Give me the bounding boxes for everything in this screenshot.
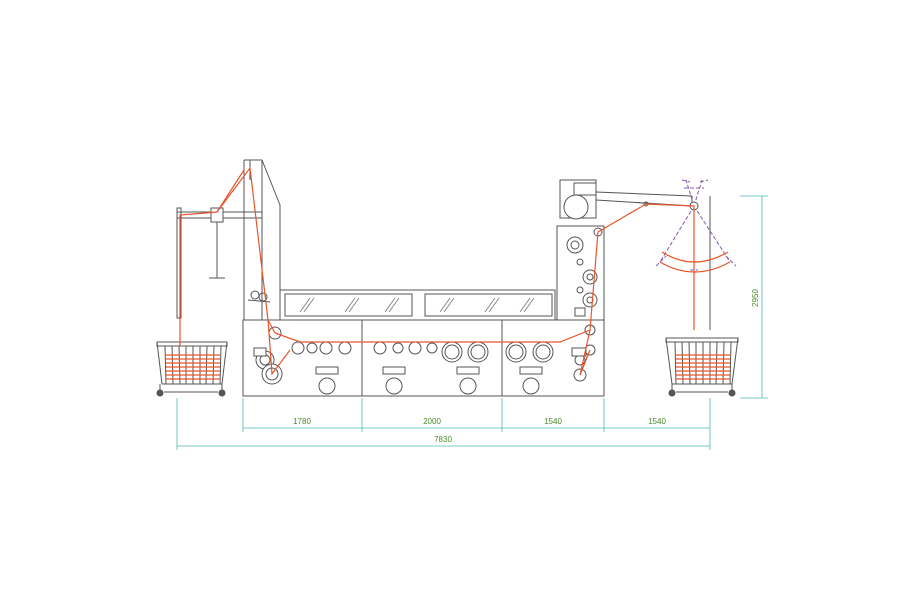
dimension-section-4: 1540 — [648, 417, 666, 426]
exit-boom — [595, 191, 711, 330]
main-machine-body — [242, 179, 605, 397]
fabric-path — [179, 166, 731, 376]
left-fabric-cart — [156, 341, 228, 397]
unit-drives — [315, 366, 543, 395]
dimension-overall-length: 7830 — [434, 435, 452, 444]
dimension-section-3: 1540 — [544, 417, 562, 426]
right-cart-fabric-pile — [676, 354, 730, 380]
dimension-lines — [176, 195, 768, 450]
left-cart-bars — [164, 345, 222, 385]
dimension-section-2: 2000 — [423, 417, 441, 426]
dimension-height: 2950 — [751, 289, 760, 307]
glass-hatches — [299, 297, 535, 313]
dimension-labels: 1780 2000 1540 1540 7830 2950 — [293, 289, 760, 444]
dimension-section-1: 1780 — [293, 417, 311, 426]
infeed-frame — [176, 159, 281, 320]
left-cart-fabric-pile — [166, 354, 220, 380]
